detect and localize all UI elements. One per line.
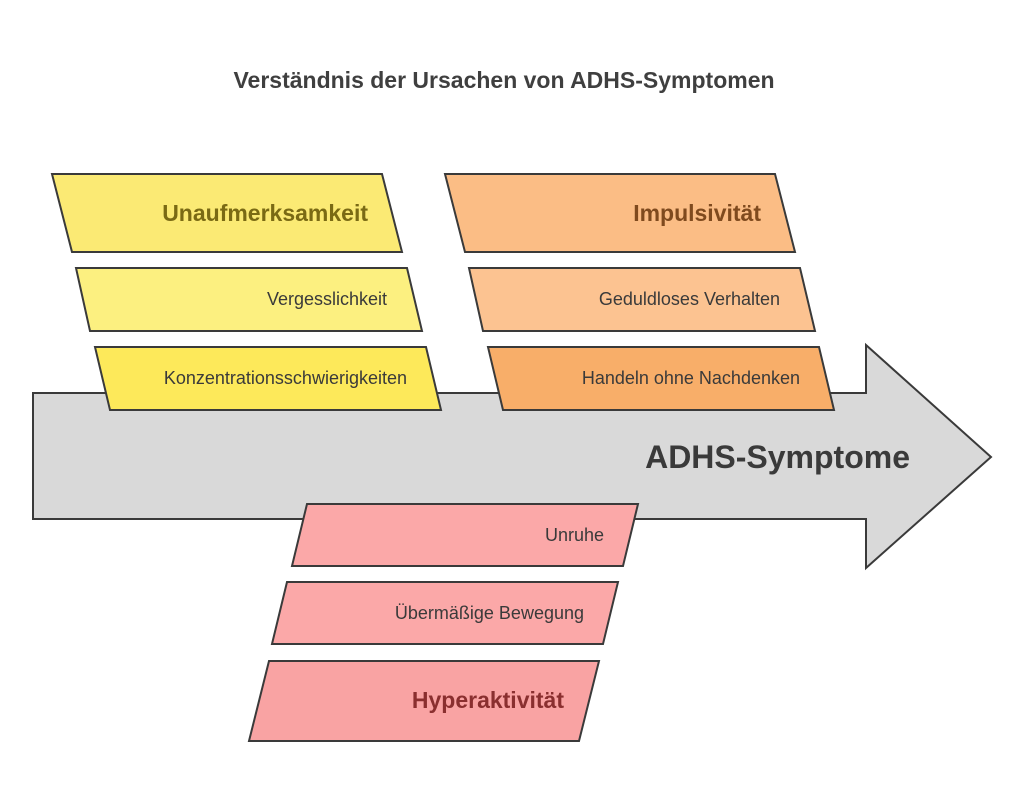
cause-label-konzentrationsschwierigkeiten: Konzentrationsschwierigkeiten <box>164 368 407 388</box>
cause-box-uebermaessige-bewegung <box>270 581 620 645</box>
category-label-hyperaktivitaet: Hyperaktivität <box>412 687 564 713</box>
cause-label-uebermaessige-bewegung: Übermäßige Bewegung <box>395 603 584 623</box>
cause-box-unruhe <box>290 503 640 567</box>
cause-box-konzentrationsschwierigkeiten <box>93 346 443 411</box>
category-head-impulsivitaet <box>443 173 797 253</box>
cause-box-geduldloses-verhalten <box>467 267 817 332</box>
cause-box-handeln-ohne-nachdenken <box>486 346 836 411</box>
category-head-hyperaktivitaet <box>247 660 601 742</box>
cause-label-geduldloses-verhalten: Geduldloses Verhalten <box>599 289 780 309</box>
category-label-impulsivitaet: Impulsivität <box>633 200 761 226</box>
spine-label: ADHS-Symptome <box>645 439 910 475</box>
cause-label-unruhe: Unruhe <box>545 525 604 545</box>
category-head-unaufmerksamkeit <box>50 173 404 253</box>
cause-label-vergesslichkeit: Vergesslichkeit <box>267 289 387 309</box>
branch-hyperaktivitaet: Unruhe Übermäßige Bewegung Hyperaktivitä… <box>247 503 640 742</box>
category-label-unaufmerksamkeit: Unaufmerksamkeit <box>162 200 368 226</box>
cause-box-vergesslichkeit <box>74 267 424 332</box>
branch-unaufmerksamkeit: Unaufmerksamkeit Vergesslichkeit Konzent… <box>50 173 443 411</box>
diagram-title: Verständnis der Ursachen von ADHS-Sympto… <box>233 67 774 93</box>
cause-label-handeln-ohne-nachdenken: Handeln ohne Nachdenken <box>582 368 800 388</box>
branch-impulsivitaet: Impulsivität Geduldloses Verhalten Hande… <box>443 173 836 411</box>
